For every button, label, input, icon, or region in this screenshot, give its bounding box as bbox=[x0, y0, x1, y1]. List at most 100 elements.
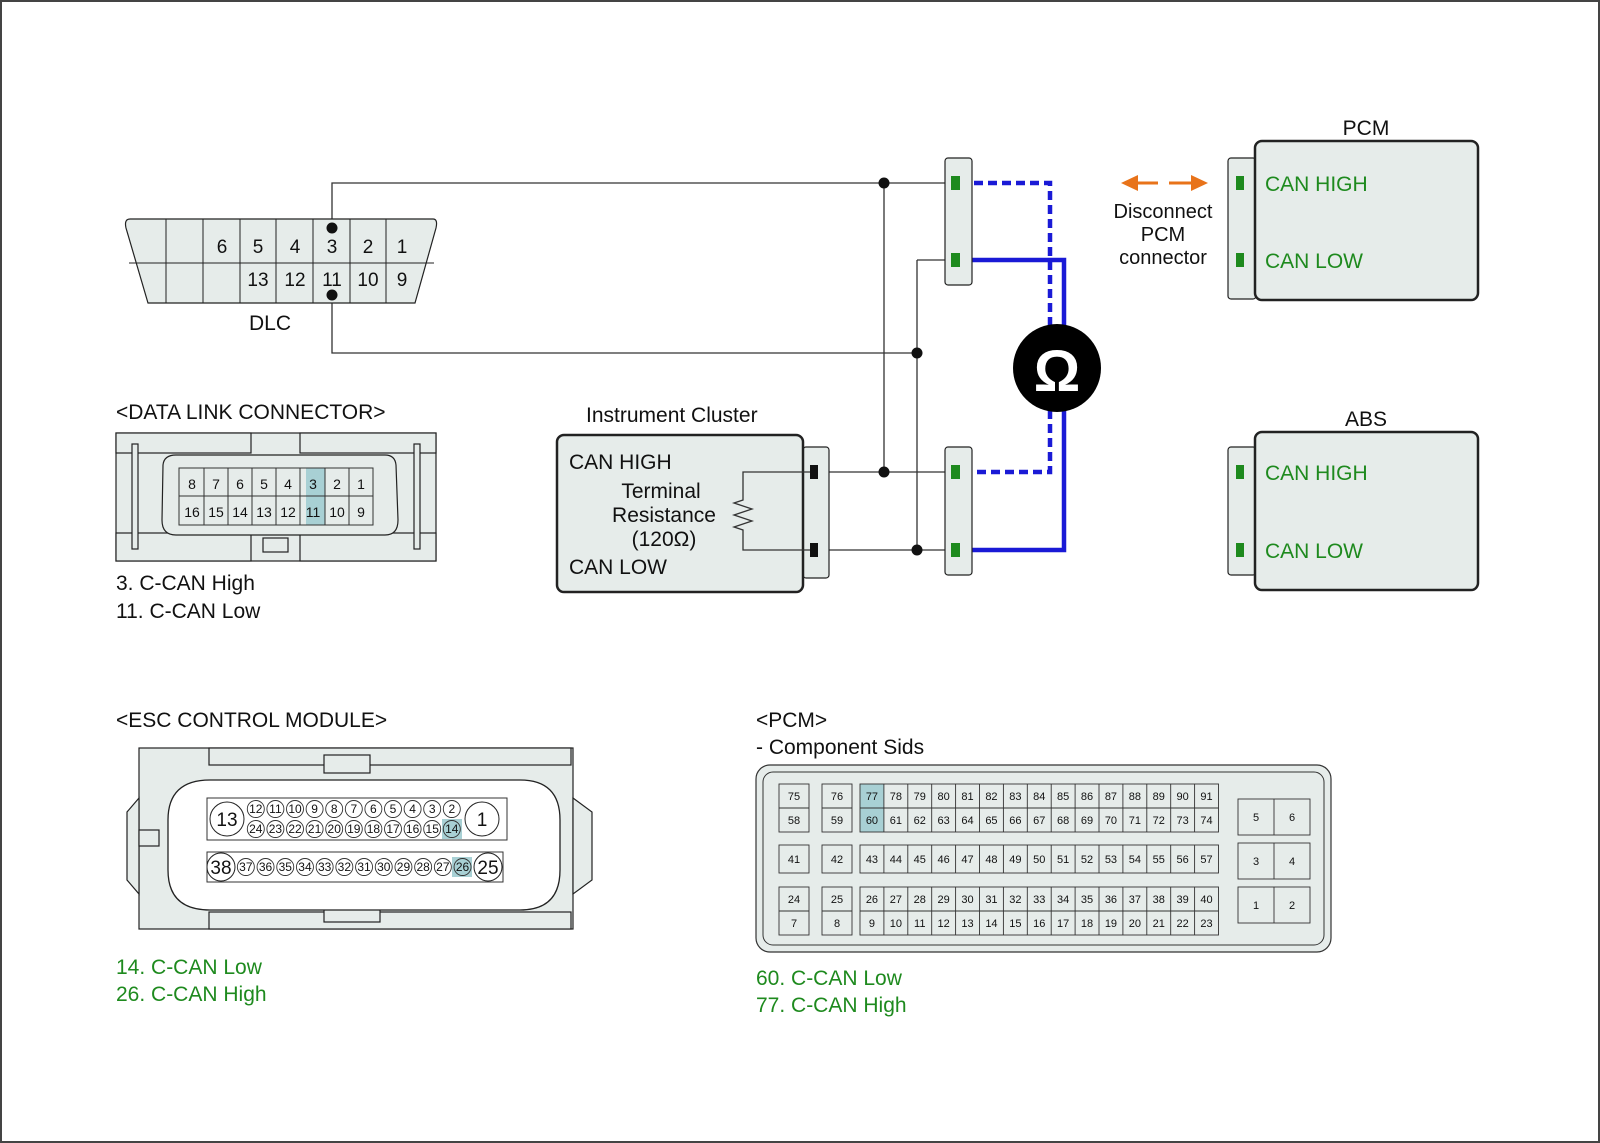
pin: 54 bbox=[1129, 854, 1141, 866]
pin: 5 bbox=[1253, 812, 1259, 824]
pin: 38 bbox=[1153, 894, 1165, 906]
pin: 40 bbox=[1200, 894, 1212, 906]
esc-pin: 16 bbox=[406, 822, 420, 836]
dlc-pin: 5 bbox=[253, 237, 264, 258]
esc-pin: 21 bbox=[308, 822, 322, 836]
pin: 78 bbox=[890, 791, 902, 803]
pin: 14 bbox=[232, 504, 248, 520]
disconnect-arrow-icon bbox=[1121, 175, 1208, 191]
pin: 86 bbox=[1081, 791, 1093, 803]
esc-pin: 11 bbox=[269, 802, 282, 816]
dlc-pin: 1 bbox=[397, 237, 408, 258]
pin: 65 bbox=[985, 815, 997, 827]
pin: 67 bbox=[1033, 815, 1045, 827]
esc-pin-large: 38 bbox=[210, 858, 231, 879]
pin: 9 bbox=[869, 918, 875, 930]
pin: 7 bbox=[791, 918, 797, 930]
abs-module: ABS CAN HIGH CAN LOW bbox=[1227, 408, 1480, 592]
esc-pin: 26 bbox=[456, 860, 470, 874]
dlc-face-bottom-pins: 16 15 14 13 12 11 10 9 bbox=[184, 504, 365, 520]
esc-pin: 6 bbox=[370, 802, 377, 816]
pin: 47 bbox=[961, 854, 973, 866]
esc-pin: 4 bbox=[409, 802, 416, 816]
disconnect-line: Disconnect bbox=[1114, 201, 1213, 223]
pin: 71 bbox=[1129, 815, 1141, 827]
pin: 1 bbox=[1253, 900, 1259, 912]
pin: 45 bbox=[914, 854, 926, 866]
pin: 28 bbox=[914, 894, 926, 906]
pin: 20 bbox=[1129, 918, 1141, 930]
dlc-top-pins: 6 5 4 3 2 1 bbox=[217, 237, 408, 258]
pin: 4 bbox=[1289, 856, 1295, 868]
esc-pin: 22 bbox=[288, 822, 302, 836]
pin: 52 bbox=[1081, 854, 1093, 866]
ohm-symbol: Ω bbox=[1034, 339, 1081, 404]
esc-pin-large: 25 bbox=[477, 858, 498, 879]
pin: 13 bbox=[961, 918, 973, 930]
cluster-terminal: Terminal bbox=[621, 480, 700, 503]
pin: 61 bbox=[890, 815, 902, 827]
pcm-can-low: CAN LOW bbox=[1265, 250, 1363, 273]
dlc-pin: 9 bbox=[397, 270, 408, 291]
pin: 46 bbox=[938, 854, 950, 866]
pin: 21 bbox=[1153, 918, 1165, 930]
dlc-note: 3. C-CAN High bbox=[116, 572, 255, 595]
esc-pin: 31 bbox=[357, 860, 371, 874]
pin: 83 bbox=[1009, 791, 1021, 803]
esc-pin: 35 bbox=[279, 860, 293, 874]
dlc-pin: 13 bbox=[247, 270, 268, 291]
cluster-resistance-value: (120Ω) bbox=[632, 528, 697, 551]
pin: 81 bbox=[961, 791, 973, 803]
pcm-module-title: PCM bbox=[1343, 117, 1390, 140]
pin: 24 bbox=[788, 894, 800, 906]
dlc-pin: 10 bbox=[357, 270, 378, 291]
pin: 79 bbox=[914, 791, 926, 803]
esc-pin: 28 bbox=[416, 860, 430, 874]
esc-pin: 15 bbox=[426, 822, 440, 836]
pin: 2 bbox=[1289, 900, 1295, 912]
esc-note: 14. C-CAN Low bbox=[116, 956, 263, 979]
esc-pin: 2 bbox=[448, 802, 455, 816]
pin: 3 bbox=[309, 476, 317, 492]
esc-pin: 17 bbox=[386, 822, 400, 836]
pin: 27 bbox=[890, 894, 902, 906]
cluster-can-high: CAN HIGH bbox=[569, 451, 672, 474]
pin: 56 bbox=[1177, 854, 1189, 866]
dlc-pin: 2 bbox=[363, 237, 374, 258]
pin: 32 bbox=[1009, 894, 1021, 906]
pin: 77 bbox=[866, 791, 878, 803]
dlc-face-top-pins: 8 7 6 5 4 3 2 1 bbox=[188, 476, 365, 492]
pin: 60 bbox=[866, 815, 878, 827]
pin: 14 bbox=[985, 918, 997, 930]
meter-probe-wires bbox=[960, 180, 1067, 553]
pin: 49 bbox=[1009, 854, 1021, 866]
pin: 30 bbox=[961, 894, 973, 906]
pin: 91 bbox=[1200, 791, 1212, 803]
pin: 63 bbox=[938, 815, 950, 827]
pin: 87 bbox=[1105, 791, 1117, 803]
pin: 5 bbox=[260, 476, 268, 492]
pin: 85 bbox=[1057, 791, 1069, 803]
pin: 82 bbox=[985, 791, 997, 803]
pin: 57 bbox=[1200, 854, 1212, 866]
esc-pin: 8 bbox=[331, 802, 338, 816]
dlc-pin: 6 bbox=[217, 237, 228, 258]
pin: 70 bbox=[1105, 815, 1117, 827]
pin: 1 bbox=[357, 476, 365, 492]
pin: 3 bbox=[1253, 856, 1259, 868]
junction-connector-top bbox=[944, 157, 973, 286]
pin: 15 bbox=[208, 504, 224, 520]
esc-pin-large: 1 bbox=[477, 810, 488, 831]
pin: 88 bbox=[1129, 791, 1141, 803]
pin: 55 bbox=[1153, 854, 1165, 866]
pin: 89 bbox=[1153, 791, 1165, 803]
pcm-note: 60. C-CAN Low bbox=[756, 967, 903, 990]
esc-pin: 30 bbox=[377, 860, 391, 874]
pin: 37 bbox=[1129, 894, 1141, 906]
ohm-icon bbox=[1013, 324, 1101, 412]
pin: 7 bbox=[212, 476, 220, 492]
esc-note: 26. C-CAN High bbox=[116, 983, 267, 1006]
